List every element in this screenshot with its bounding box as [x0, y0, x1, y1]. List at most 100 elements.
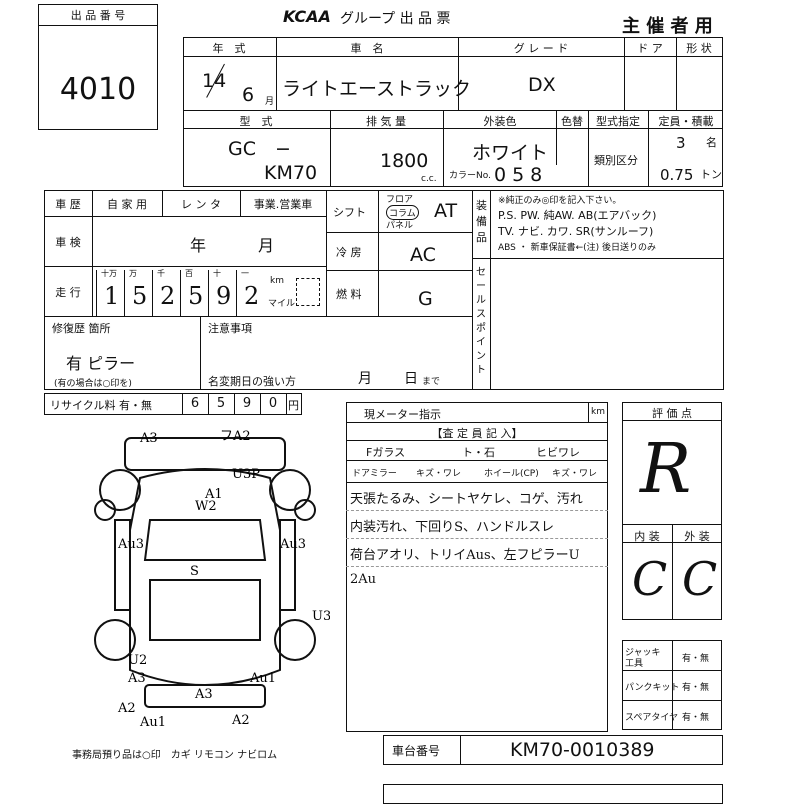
mileage-digit: 十万 1	[96, 269, 125, 316]
km-unit: km	[270, 276, 284, 286]
equipment-note: ※純正のみ◎印を記入下さい。	[498, 196, 622, 206]
jack-label: ジャッキ工具	[625, 648, 661, 669]
model-value: KM70	[264, 162, 318, 184]
puncture-value: 有・無	[682, 683, 710, 693]
exterior-score: C	[682, 552, 718, 606]
mileage-unit: 十万	[101, 269, 117, 278]
shift-column: コラム	[386, 205, 419, 220]
damage-mark: W2	[195, 499, 217, 514]
load-unit: トン	[700, 168, 722, 181]
shift-label: シフト	[333, 206, 366, 219]
damage-mark: A3	[127, 671, 146, 686]
damage-mark: Au3	[279, 537, 306, 552]
mile-unit: マイル	[268, 299, 296, 309]
capacity-value: 3	[676, 134, 686, 152]
transfer-until: まで	[422, 377, 441, 387]
mileage-digit-value: 2	[244, 282, 260, 310]
rating-score: R	[640, 430, 692, 509]
host-label: 主 催 者 用	[622, 16, 713, 37]
mileage-unit: 一	[241, 269, 249, 278]
recycle-label: リサイクル料 有・無	[50, 399, 152, 412]
damage-mark: Au1	[139, 715, 166, 730]
repair-value: 有 ピラー	[66, 354, 136, 373]
repair-note: (有の場合は○印を)	[54, 379, 132, 389]
interior-label: 内 装	[634, 530, 660, 543]
equipment-label: 装 備 品	[476, 199, 487, 244]
color-swap-label: 色替	[561, 115, 583, 128]
damage-mark: A2	[117, 701, 136, 716]
grade-value: DX	[528, 74, 556, 96]
color-label: 外装色	[483, 115, 517, 128]
brand-logo: KCAA	[283, 7, 331, 26]
cc-unit: c.c.	[421, 174, 437, 184]
damage-mark: Au3	[117, 537, 144, 552]
damage-mark: A3	[139, 431, 158, 446]
puncture-label: パンクキット	[625, 683, 680, 693]
disp-label: 排 気 量	[366, 115, 406, 128]
chassis-label: 車台番号	[392, 744, 441, 758]
recycle-digit: 5	[208, 393, 235, 415]
year-value: 14	[202, 70, 227, 92]
vehicle-name: ライトエーストラック	[282, 78, 472, 100]
glass-label: Fガラス	[366, 446, 406, 459]
office-note: 事務局預り品は○印 カギ リモコン ナビロム	[72, 750, 278, 761]
inspection-label: 車 検	[55, 236, 81, 249]
recycle-digit: 0	[260, 393, 287, 415]
form-title: グループ 出 品 票	[340, 11, 451, 27]
history-private: 自 家 用	[107, 198, 147, 211]
repair-label: 修復歴 箇所	[52, 322, 111, 335]
comment-line: 2Au	[350, 572, 377, 587]
transfer-label: 名変期日の強い方	[208, 375, 296, 388]
mileage-digit-value: 5	[188, 282, 204, 310]
mileage-unit: 十	[213, 269, 221, 278]
inspection-month: 月	[258, 236, 275, 255]
color-no-label: カラーNo.	[449, 171, 491, 181]
damage-mark: S	[190, 564, 199, 579]
grade-label: グ レ ー ド	[513, 42, 569, 55]
year-label: 年 式	[212, 42, 246, 55]
fuel-label: 燃 料	[336, 288, 362, 301]
mileage-digit-value: 1	[104, 282, 120, 310]
shift-value: AT	[434, 200, 458, 222]
inspection-year: 年	[190, 236, 207, 255]
equipment-line3: ABS ・ 新車保証書←(注) 後日送りのみ	[498, 243, 657, 253]
mileage-unit: 万	[129, 269, 137, 278]
load-value: 0.75	[660, 166, 694, 184]
equipment-line1: P.S. PW. 純AW. AB(エアバック)	[498, 209, 657, 222]
wheel-opts: キズ・ワレ	[552, 469, 598, 479]
damage-mark: U3	[312, 609, 330, 624]
mileage-digit-value: 5	[132, 282, 148, 310]
mirror-opts: キズ・ワレ	[416, 469, 462, 479]
month-unit: 月	[265, 97, 275, 107]
model-label: 型 式	[239, 115, 273, 128]
color-value: ホワイト	[472, 142, 549, 164]
meter-label: 現メーター指示	[364, 408, 441, 421]
capacity-label: 定員・積載	[658, 115, 714, 128]
name-label: 車 名	[350, 42, 384, 55]
mirror-label: ドアミラー	[352, 469, 397, 479]
spare-label: スペアタイヤ	[625, 713, 679, 723]
recycle-digit: 9	[234, 393, 261, 415]
jack-value: 有・無	[682, 654, 710, 664]
interior-score: C	[632, 552, 668, 606]
lot-box	[38, 4, 158, 130]
ac-value: AC	[410, 244, 436, 266]
comment-line: 内装汚れ、下回りS、ハンドルスレ	[350, 520, 555, 535]
shape-label: 形 状	[686, 42, 712, 55]
transfer-day: 日	[404, 371, 418, 387]
damage-mark: A1	[204, 487, 223, 502]
fuel-value: G	[418, 288, 433, 310]
history-label: 車 歴	[55, 198, 81, 211]
model-prefix: GC −	[228, 138, 291, 160]
damage-mark: フA2	[220, 430, 251, 444]
capacity-unit: 名	[706, 136, 717, 149]
damage-mark: Au1	[249, 671, 276, 686]
recycle-digit: 6	[182, 393, 209, 415]
ac-label: 冷 房	[336, 246, 362, 259]
